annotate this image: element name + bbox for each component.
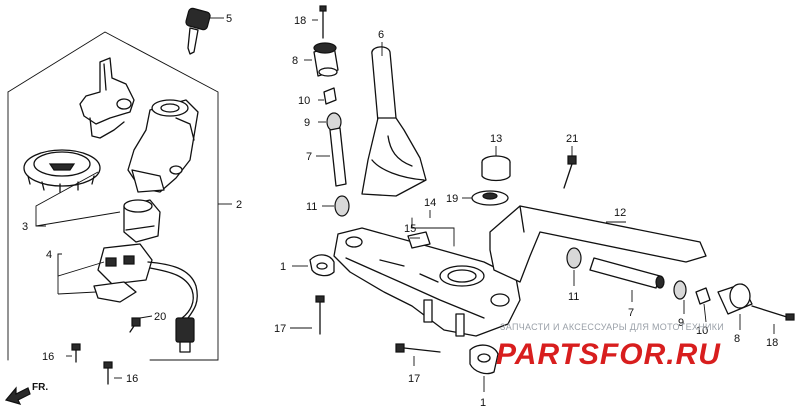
callout-16-left: 16	[42, 351, 54, 363]
screw-16-right	[103, 361, 122, 385]
callout-5: 5	[226, 13, 232, 25]
watermark-logo: PARTSFOR.RU	[496, 338, 721, 371]
callout-9-left: 9	[304, 117, 310, 129]
fuel-cap	[23, 149, 101, 193]
leader-4	[57, 253, 105, 277]
rubber-11-left	[322, 195, 350, 217]
callout-9-right: 9	[678, 317, 684, 329]
bolt-18-right	[751, 305, 795, 334]
top-bridge-14	[333, 210, 521, 337]
callout-17-right: 17	[408, 373, 420, 385]
bolt-17-left	[290, 295, 325, 335]
callout-11-left: 11	[306, 201, 317, 213]
callout-4: 4	[46, 249, 52, 261]
callout-11-right: 11	[568, 291, 579, 303]
callout-18-right: 18	[766, 337, 778, 349]
callout-8-right: 8	[734, 333, 740, 345]
front-direction-arrow: FR.	[4, 382, 48, 405]
bar-end-weight-8-right	[717, 283, 753, 330]
rubber-9-left	[318, 112, 342, 132]
switch-bracket	[79, 57, 135, 139]
direction-label: FR.	[32, 382, 48, 393]
rubber-11-right	[566, 247, 582, 286]
watermark-caption: ЗАПЧАСТИ И АКСЕССУАРЫ ДЛЯ МОТОТЕХНИКИ	[500, 322, 724, 332]
callout-10-right: 10	[696, 325, 708, 337]
plate-15	[407, 231, 431, 249]
inner-weight-7-left	[316, 127, 347, 187]
bolt-17-right	[395, 343, 441, 366]
callout-19: 19	[446, 193, 458, 205]
washer-19	[462, 190, 509, 206]
callout-15: 15	[404, 223, 416, 235]
bolt-18-top	[312, 5, 327, 39]
ignition-switch-body	[127, 99, 199, 193]
stem-nut-13	[481, 146, 511, 182]
callout-13: 13	[490, 133, 502, 145]
callout-7-left: 7	[306, 151, 312, 163]
leader-3	[35, 171, 99, 227]
switch-base	[93, 243, 198, 353]
clip-10-left	[318, 87, 337, 105]
callout-3: 3	[22, 221, 28, 233]
ignition-switch-set	[7, 7, 232, 385]
handlebar-left-6	[361, 42, 427, 197]
callout-14: 14	[424, 197, 436, 209]
ignition-key	[185, 7, 224, 55]
screw-16-left	[66, 343, 81, 363]
group-box-outline	[7, 31, 219, 361]
clamp-1-bottom	[469, 344, 499, 392]
inner-weight-7-right	[589, 257, 665, 302]
callout-6: 6	[378, 29, 384, 41]
rubber-9-right	[673, 280, 687, 314]
bolt-21	[563, 146, 577, 189]
callout-16-right: 16	[126, 373, 138, 385]
callout-10-left: 10	[298, 95, 310, 107]
callout-8-left: 8	[292, 55, 298, 67]
callout-12: 12	[614, 207, 626, 219]
handlebar-right-12	[489, 205, 707, 283]
watermark: ЗАПЧАСТИ И АКСЕССУАРЫ ДЛЯ МОТОТЕХНИКИ PA…	[496, 322, 724, 371]
bar-end-weight-8	[304, 42, 339, 77]
callout-21: 21	[566, 133, 578, 145]
callout-2: 2	[236, 199, 242, 211]
screw-20	[129, 315, 153, 333]
callout-20: 20	[154, 311, 166, 323]
callout-17-left: 17	[274, 323, 286, 335]
callout-1-bottom: 1	[480, 397, 486, 409]
clip-10-right	[695, 287, 711, 323]
clamp-1-left	[292, 254, 335, 277]
callouts: 5 2 3 4 20 16 16 18 8 10 9 7 11 6 14 15 …	[22, 13, 778, 409]
callout-7-right: 7	[628, 307, 634, 319]
callout-1-left: 1	[280, 261, 286, 273]
leader-3b	[35, 211, 121, 227]
callout-18-top: 18	[294, 15, 306, 27]
lock-cylinder	[123, 199, 161, 243]
leader-4b	[57, 291, 97, 295]
